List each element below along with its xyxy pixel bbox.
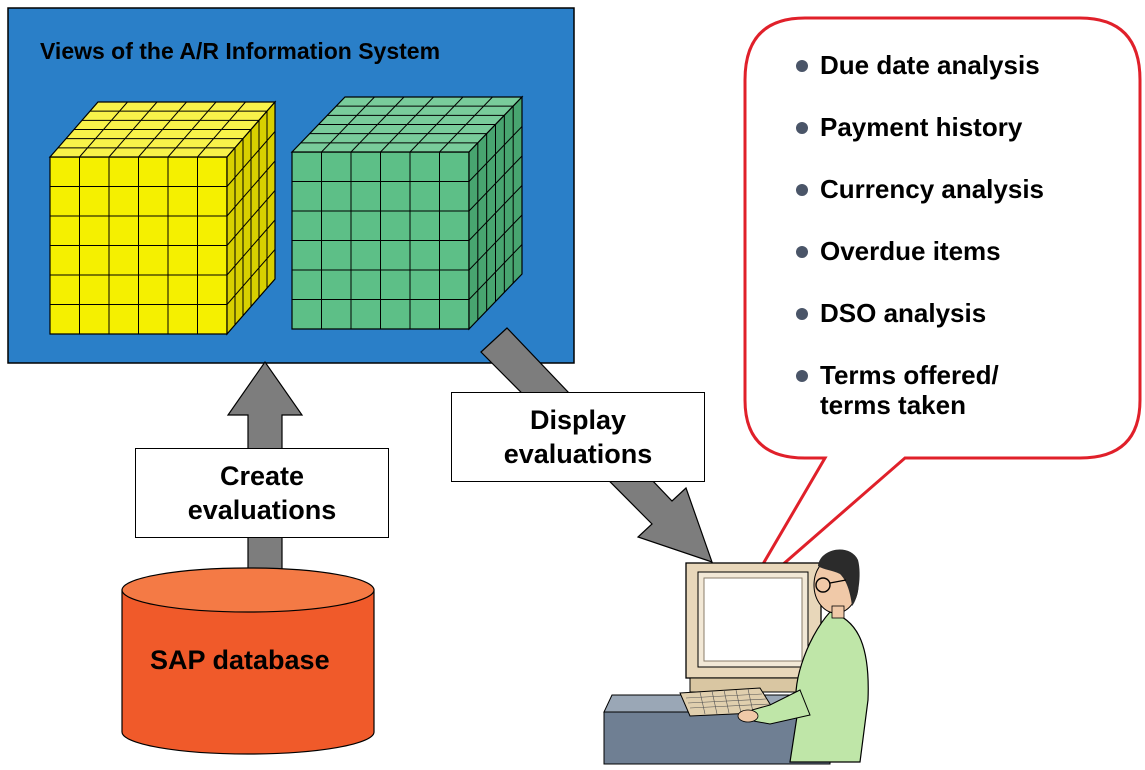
list-item: Currency analysis (794, 174, 1044, 236)
panel-title: Views of the A/R Information System (40, 38, 441, 64)
analysis-list: Due date analysis Payment history Curren… (794, 50, 1044, 440)
list-item-label: Due date analysis (820, 50, 1040, 80)
bullet-icon (796, 122, 808, 134)
create-evaluations-line2: evaluations (187, 495, 337, 525)
list-item-label: Payment history (820, 112, 1023, 142)
display-evaluations-line1: Display (529, 405, 627, 435)
database-label: SAP database (150, 645, 330, 675)
list-item-label: DSO analysis (820, 298, 987, 328)
bullet-icon (796, 246, 808, 258)
display-evaluations-line2: evaluations (503, 439, 653, 469)
list-item: Terms offered/ terms taken (794, 360, 1044, 440)
create-evaluations-line1: Create (219, 461, 305, 491)
user-at-computer-icon (603, 549, 869, 765)
green-cube-icon (290, 95, 524, 331)
sap-database-icon (121, 567, 375, 755)
bullet-icon (796, 370, 808, 382)
list-item: Due date analysis (794, 50, 1044, 112)
list-item: Payment history (794, 112, 1044, 174)
bullet-icon (796, 60, 808, 72)
list-item: Overdue items (794, 236, 1044, 298)
bullet-icon (796, 184, 808, 196)
list-item-label: Overdue items (820, 236, 1001, 266)
list-item-label-line1: Terms offered/ (820, 360, 999, 390)
bullet-icon (796, 308, 808, 320)
list-item-label-line2: terms taken (820, 390, 966, 420)
yellow-cube-icon (48, 100, 277, 336)
list-item: DSO analysis (794, 298, 1044, 360)
create-evaluations-box: Create evaluations (135, 448, 389, 538)
display-evaluations-box: Display evaluations (451, 392, 705, 482)
list-item-label: Currency analysis (820, 174, 1045, 204)
callout-bubble (740, 16, 1142, 602)
